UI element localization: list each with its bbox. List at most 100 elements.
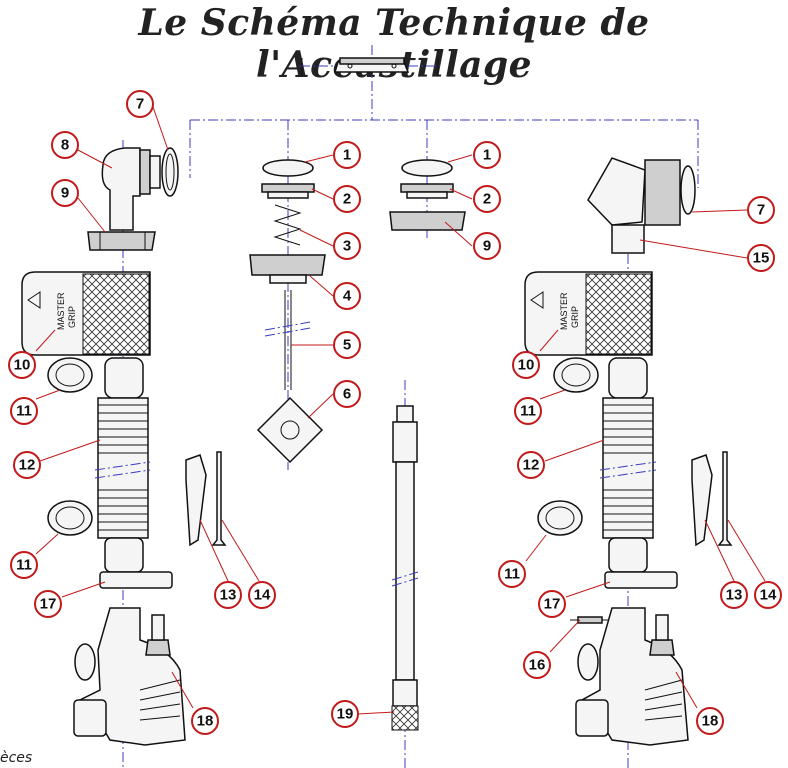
right-master-grip: MASTER GRIP [524, 271, 653, 356]
callout-17-right: 17 [538, 590, 566, 618]
svg-text:3: 3 [343, 238, 351, 255]
right-pin-16 [570, 616, 612, 624]
right-hose-clamp-lower [537, 500, 583, 536]
left-nut-9 [87, 231, 156, 251]
svg-text:6: 6 [343, 386, 351, 403]
svg-text:7: 7 [757, 202, 765, 219]
svg-text:11: 11 [504, 566, 520, 583]
svg-text:11: 11 [520, 403, 536, 420]
spring-3 [273, 204, 302, 246]
svg-text:13: 13 [220, 587, 237, 604]
cap-nut-4 [249, 254, 326, 284]
svg-text:8: 8 [61, 137, 69, 154]
left-handle-13 [185, 454, 207, 547]
svg-text:4: 4 [343, 288, 352, 305]
svg-text:9: 9 [61, 185, 69, 202]
svg-text:16: 16 [529, 657, 546, 674]
callout-13-left: 13 [214, 581, 242, 609]
footer-text-fragment: èces [0, 750, 33, 766]
callout-14-left: 14 [248, 581, 276, 609]
left-hose-clamp-lower [47, 500, 93, 536]
callout-15: 15 [747, 244, 775, 272]
svg-text:10: 10 [518, 357, 535, 374]
callout-7-right: 7 [747, 196, 775, 224]
svg-text:10: 10 [14, 357, 31, 374]
svg-text:5: 5 [343, 337, 351, 354]
callout-7-left: 7 [126, 90, 154, 118]
svg-text:15: 15 [753, 250, 770, 267]
svg-text:12: 12 [523, 457, 540, 474]
right-hose-clamp-upper [553, 357, 599, 393]
callout-18-left: 18 [191, 707, 219, 735]
callout-11-right-upper: 11 [514, 397, 542, 425]
callout-12-right: 12 [517, 451, 545, 479]
right-pin-14 [717, 451, 733, 546]
right-handle-13 [691, 454, 713, 547]
svg-text:14: 14 [254, 587, 271, 604]
svg-text:GRIP: GRIP [570, 306, 580, 328]
grip-label-line2: GRIP [67, 306, 77, 328]
callout-11-right-lower: 11 [498, 560, 526, 588]
svg-text:13: 13 [726, 587, 743, 604]
svg-text:2: 2 [343, 191, 351, 208]
svg-text:9: 9 [483, 238, 491, 255]
top-deck-plate [333, 57, 410, 73]
callout-10-right: 10 [512, 351, 540, 379]
callout-10-left: 10 [8, 351, 36, 379]
callout-9-center-right: 9 [473, 232, 501, 260]
left-elbow-fitting [101, 147, 179, 231]
callout-5: 5 [333, 331, 361, 359]
washer-2b [400, 183, 454, 199]
callout-8: 8 [51, 131, 79, 159]
callout-6: 6 [333, 380, 361, 408]
rod-5 [264, 290, 311, 390]
svg-text:2: 2 [483, 191, 491, 208]
seal-disc-1a [262, 159, 314, 177]
flex-hose-19 [391, 405, 419, 731]
svg-text:11: 11 [16, 557, 32, 574]
svg-text:12: 12 [19, 457, 36, 474]
svg-text:17: 17 [40, 596, 57, 613]
left-pin-14 [211, 451, 227, 546]
callout-12-left: 12 [13, 451, 41, 479]
callout-4: 4 [333, 282, 361, 310]
svg-text:11: 11 [16, 403, 32, 420]
diamond-plate-6 [256, 396, 324, 464]
svg-text:18: 18 [702, 713, 719, 730]
svg-text:MASTER: MASTER [559, 292, 569, 330]
callout-11-left-lower: 11 [10, 551, 38, 579]
callout-3: 3 [333, 232, 361, 260]
callout-leaders [35, 103, 766, 715]
svg-text:18: 18 [197, 713, 214, 730]
left-sleeve-17 [99, 571, 173, 589]
left-corrugated-hose [94, 357, 151, 573]
svg-text:17: 17 [544, 596, 561, 613]
right-corrugated-hose [599, 357, 657, 573]
svg-text:14: 14 [760, 587, 777, 604]
callout-19: 19 [331, 700, 359, 728]
left-master-grip: MASTER GRIP [21, 271, 151, 356]
callout-1-center-right: 1 [473, 141, 501, 169]
washer-2a [261, 183, 315, 199]
svg-text:7: 7 [136, 96, 144, 113]
callout-2-center-right: 2 [473, 185, 501, 213]
left-valve-18 [73, 607, 186, 746]
callout-2-center-left: 2 [333, 185, 361, 213]
right-valve-18 [575, 607, 689, 746]
callout-9-left: 9 [51, 179, 79, 207]
right-sleeve-17 [604, 571, 678, 589]
callout-18-right: 18 [696, 707, 724, 735]
seal-disc-1b [401, 159, 453, 177]
callout-14-right: 14 [754, 581, 782, 609]
callout-1-center-left: 1 [333, 141, 361, 169]
left-hose-clamp-upper [47, 357, 93, 393]
callout-13-right: 13 [720, 581, 748, 609]
callout-17-left: 17 [34, 590, 62, 618]
callout-11-left-upper: 11 [10, 397, 38, 425]
grip-label-line1: MASTER [56, 292, 66, 330]
callout-16: 16 [523, 651, 551, 679]
svg-text:1: 1 [343, 147, 351, 164]
right-valve-head [587, 157, 696, 254]
svg-text:1: 1 [483, 147, 491, 164]
